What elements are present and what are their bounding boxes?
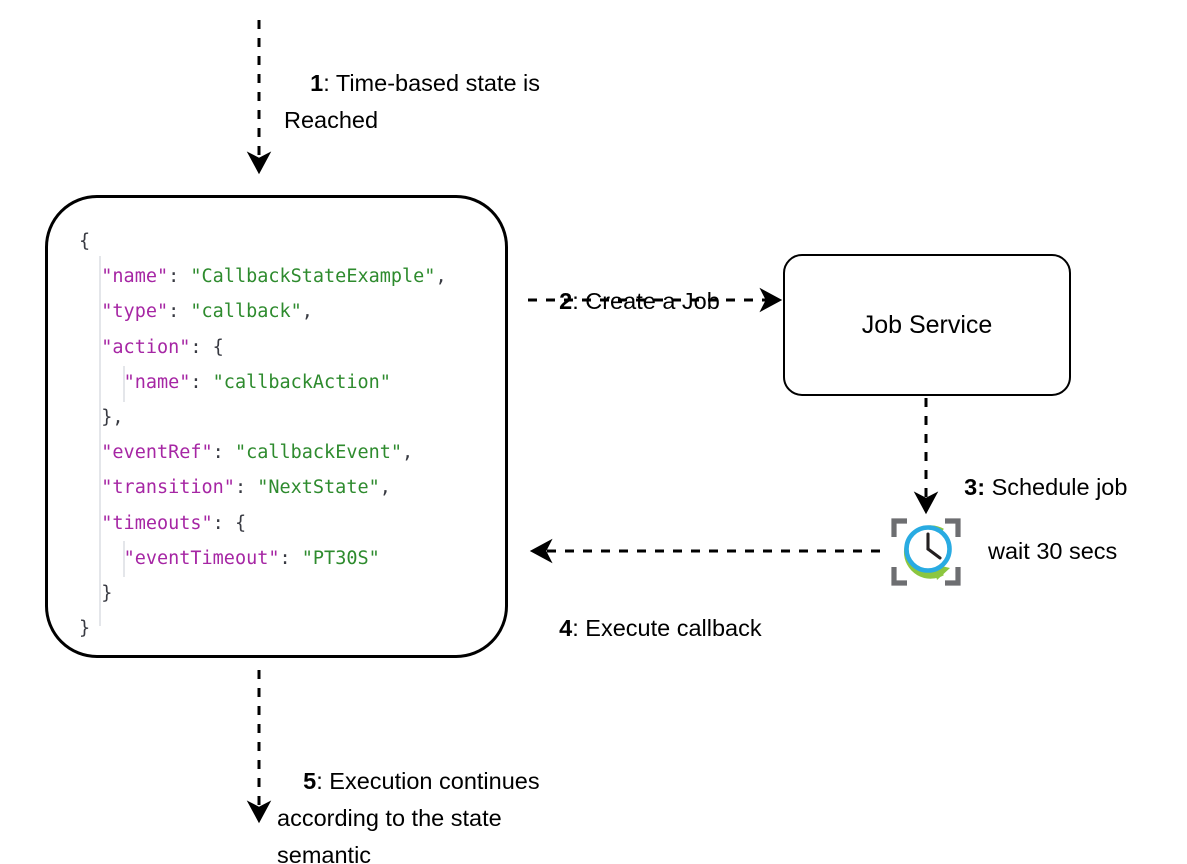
callback-state-json-code: { "name": "CallbackStateExample", "type"… [79, 224, 447, 646]
code-line: { [79, 224, 447, 259]
code-line: "action": { [79, 330, 447, 365]
code-token-brace: } [101, 582, 113, 604]
code-line: "timeouts": { [79, 506, 447, 541]
code-token-punct: : [190, 336, 213, 358]
code-token-key: "eventTimeout" [123, 547, 280, 569]
code-token-key: "name" [101, 266, 169, 288]
job-service-label: Job Service [861, 310, 993, 339]
code-token-str: "PT30S" [301, 547, 380, 569]
step-2-sep: : [572, 288, 586, 314]
code-token-key: "eventRef" [101, 442, 213, 464]
code-token-punct: : [234, 477, 258, 499]
step-1-sep: : [323, 70, 336, 96]
code-token-punct: : [212, 512, 235, 534]
code-token-punct: : [168, 301, 191, 323]
code-line: "name": "callbackAction" [79, 365, 447, 400]
code-token-key: "timeouts" [101, 512, 213, 534]
code-line: "eventRef": "callbackEvent", [79, 435, 447, 470]
indent-guide-level-2-timeouts [123, 541, 125, 577]
step-2-text: Create a Job [585, 288, 720, 314]
step-3-label: 3: Schedule job [938, 432, 1168, 543]
code-indent [79, 442, 101, 463]
step-4-text: Execute callback [585, 615, 762, 641]
code-token-punct: , [402, 442, 414, 464]
code-token-str: "CallbackStateExample" [190, 266, 436, 288]
code-token-key: "action" [101, 336, 191, 358]
code-token-brace: { [79, 231, 91, 252]
code-line: "eventTimeout": "PT30S" [79, 541, 447, 576]
code-line: "transition": "NextState", [79, 470, 447, 505]
code-token-brace: { [234, 512, 247, 534]
code-token-punct: : [279, 547, 302, 569]
step-5-sep: : [316, 768, 330, 794]
code-token-str: "callbackAction" [212, 371, 391, 393]
code-indent [79, 407, 101, 428]
code-indent [79, 477, 101, 498]
code-token-punct: : [212, 442, 235, 464]
step-3-text: Schedule job [991, 474, 1128, 500]
step-3-number: 3: [964, 474, 986, 500]
code-indent [79, 337, 101, 358]
step-2-label: 2: Create a Job [533, 246, 793, 357]
code-line: } [79, 611, 447, 646]
code-indent [79, 548, 124, 569]
code-line: } [79, 576, 447, 611]
code-token-punct: , [379, 477, 391, 499]
step-1-text: Time-based state is Reached [284, 70, 547, 133]
indent-guide-level-1 [99, 256, 101, 626]
step-5-text: Execution continues according to the sta… [277, 768, 547, 864]
code-token-str: "callback" [190, 301, 302, 323]
code-token-key: "name" [123, 371, 191, 393]
clock-wait-icon [891, 518, 961, 586]
code-indent [79, 301, 101, 322]
code-token-punct: , [112, 406, 124, 428]
code-line: }, [79, 400, 447, 435]
code-token-str: "callbackEvent" [234, 442, 403, 464]
step-1-label: 1: Time-based state is Reached [284, 28, 614, 176]
code-token-brace: { [212, 336, 224, 358]
code-line: "name": "CallbackStateExample", [79, 259, 447, 294]
step-4-label: 4: Execute callback [533, 573, 833, 684]
code-indent [79, 583, 101, 604]
callback-state-box[interactable] [45, 195, 508, 658]
indent-guide-level-2-action [123, 366, 125, 402]
code-token-key: "type" [101, 301, 169, 323]
step-4-sep: : [572, 615, 586, 641]
clock-caption: wait 30 secs [988, 538, 1118, 564]
step-5-number: 5 [303, 768, 317, 794]
code-token-punct: , [301, 301, 313, 323]
step-4-number: 4 [559, 615, 573, 641]
step-5-label: 5: Execution continues according to the … [277, 726, 597, 864]
code-indent [79, 513, 101, 534]
step-1-number: 1 [310, 70, 324, 96]
code-token-brace: } [79, 618, 91, 640]
code-token-key: "transition" [101, 477, 235, 499]
code-token-punct: : [168, 266, 191, 288]
code-line: "type": "callback", [79, 294, 447, 329]
job-service-box[interactable]: Job Service [783, 254, 1071, 396]
code-indent [79, 372, 124, 393]
code-token-punct: : [190, 371, 213, 393]
step-2-number: 2 [559, 288, 573, 314]
code-token-brace: } [101, 406, 113, 428]
code-token-str: "NextState" [257, 477, 380, 499]
code-token-punct: , [435, 266, 447, 288]
code-indent [79, 266, 101, 287]
